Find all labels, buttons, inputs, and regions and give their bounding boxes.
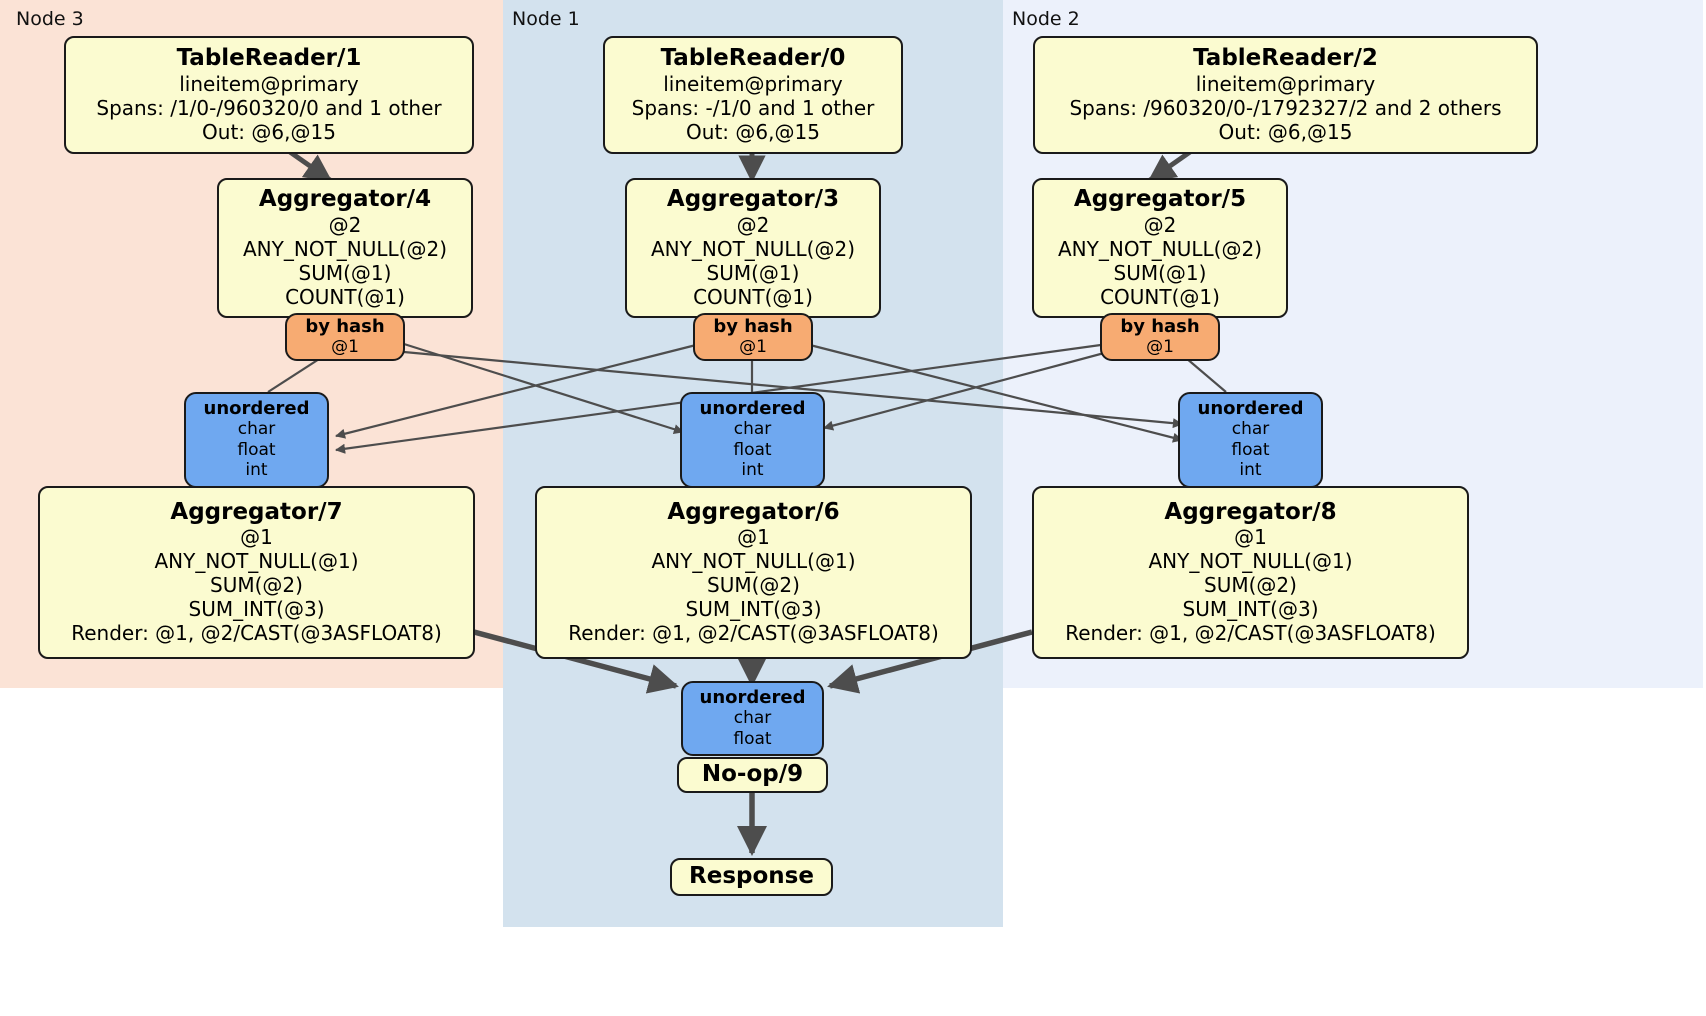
router-title: by hash — [1120, 315, 1200, 337]
node-aggregator-8[interactable]: Aggregator/8 @1 ANY_NOT_NULL(@1) SUM(@2)… — [1032, 486, 1469, 659]
node-title: Aggregator/6 — [667, 498, 840, 525]
router-by-hash-right[interactable]: by hash @1 — [1100, 313, 1220, 361]
node-response[interactable]: Response — [670, 858, 833, 896]
node-title: Aggregator/3 — [666, 186, 840, 213]
node-detail-line: COUNT(@1) — [1100, 284, 1220, 309]
edge-router-right-to-receiver-right — [1185, 357, 1227, 393]
edge-tablereader1-aggregator4 — [288, 149, 333, 183]
router-detail-line: @1 — [739, 336, 767, 357]
receiver-type-line: char — [733, 418, 772, 439]
node-detail-line: Spans: /1/0-/960320/0 and 1 other — [96, 95, 442, 120]
node-detail-line: SUM(@2) — [707, 573, 800, 598]
node-detail-line: SUM_INT(@3) — [685, 597, 822, 622]
node-title: TableReader/1 — [176, 45, 362, 72]
node-detail-line: ANY_NOT_NULL(@2) — [1058, 236, 1262, 261]
router-detail-line: @1 — [331, 336, 359, 357]
node-title: Aggregator/8 — [1164, 498, 1337, 525]
node-detail-line: SUM(@1) — [298, 260, 392, 285]
edge-router-right-to-receiver-center — [823, 350, 1109, 431]
router-detail-line: @1 — [1146, 336, 1174, 357]
node-detail-line: @1 — [1234, 525, 1267, 550]
node-detail-line: lineitem@primary — [663, 71, 843, 96]
node-tablereader-1[interactable]: TableReader/1 lineitem@primary Spans: /1… — [64, 36, 474, 154]
receiver-type-line: char — [237, 418, 276, 439]
node-render-line: Render: @1, @2/CAST(@3ASFLOAT8) — [71, 621, 442, 646]
node-render-line: Render: @1, @2/CAST(@3ASFLOAT8) — [568, 621, 939, 646]
node-detail-line: SUM(@1) — [1113, 260, 1207, 285]
node-aggregator-4[interactable]: Aggregator/4 @2 ANY_NOT_NULL(@2) SUM(@1)… — [217, 178, 473, 318]
node-detail-line: lineitem@primary — [1195, 71, 1376, 96]
node-aggregator-7[interactable]: Aggregator/7 @1 ANY_NOT_NULL(@1) SUM(@2)… — [38, 486, 475, 659]
node-aggregator-6[interactable]: Aggregator/6 @1 ANY_NOT_NULL(@1) SUM(@2)… — [535, 486, 972, 659]
node-detail-line: ANY_NOT_NULL(@2) — [651, 236, 855, 261]
node-detail-line: SUM_INT(@3) — [1182, 597, 1319, 622]
node-detail-line: Out: @6,@15 — [686, 119, 820, 144]
receiver-type-line: float — [237, 439, 276, 460]
node-title: No-op/9 — [701, 761, 804, 788]
router-title: by hash — [713, 315, 793, 337]
receiver-type-line: char — [733, 707, 772, 728]
panel-label-node-2: Node 2 — [1012, 8, 1080, 30]
receiver-title: unordered — [699, 397, 806, 419]
receiver-type-line: float — [1231, 439, 1270, 460]
receiver-unordered-right[interactable]: unordered char float int — [1178, 392, 1323, 488]
node-detail-line: ANY_NOT_NULL(@1) — [154, 549, 359, 574]
edge-aggregator7-to-final-receiver — [473, 629, 679, 694]
node-detail-line: ANY_NOT_NULL(@1) — [1148, 549, 1353, 574]
node-detail-line: ANY_NOT_NULL(@1) — [651, 549, 856, 574]
receiver-type-line: float — [733, 439, 772, 460]
node-title: Response — [689, 863, 814, 890]
node-detail-line: SUM(@1) — [706, 260, 800, 285]
node-detail-line: ANY_NOT_NULL(@2) — [243, 236, 447, 261]
receiver-unordered-left[interactable]: unordered char float int — [184, 392, 329, 488]
edge-tablereader2-aggregator5 — [1147, 149, 1192, 183]
edge-router-left-to-receiver-center — [403, 342, 684, 435]
node-detail-line: @2 — [328, 212, 362, 237]
node-detail-line: @2 — [1143, 212, 1177, 237]
node-detail-line: SUM_INT(@3) — [188, 597, 325, 622]
node-detail-line: @1 — [737, 525, 770, 550]
node-detail-line: Spans: /960320/0-/1792327/2 and 2 others — [1069, 95, 1502, 120]
node-noop-9[interactable]: No-op/9 — [677, 757, 828, 793]
panel-label-node-3: Node 3 — [16, 8, 84, 30]
receiver-type-line: int — [1239, 460, 1262, 481]
edge-router-center-to-receiver-left — [335, 342, 701, 439]
receiver-type-line: char — [1231, 418, 1270, 439]
node-detail-line: @1 — [240, 525, 273, 550]
node-title: TableReader/0 — [660, 45, 846, 72]
router-by-hash-left[interactable]: by hash @1 — [285, 313, 405, 361]
receiver-title: unordered — [699, 686, 806, 708]
receiver-type-line: int — [741, 460, 764, 481]
receiver-type-line: int — [245, 460, 268, 481]
node-title: TableReader/2 — [1193, 45, 1378, 72]
node-render-line: Render: @1, @2/CAST(@3ASFLOAT8) — [1065, 621, 1436, 646]
receiver-unordered-final[interactable]: unordered char float — [681, 681, 824, 756]
node-detail-line: COUNT(@1) — [693, 284, 813, 309]
router-by-hash-center[interactable]: by hash @1 — [693, 313, 813, 361]
node-detail-line: @2 — [736, 212, 770, 237]
receiver-unordered-center[interactable]: unordered char float int — [680, 392, 825, 488]
panel-label-node-1: Node 1 — [512, 8, 580, 30]
node-tablereader-2[interactable]: TableReader/2 lineitem@primary Spans: /9… — [1033, 36, 1538, 154]
node-aggregator-3[interactable]: Aggregator/3 @2 ANY_NOT_NULL(@2) SUM(@1)… — [625, 178, 881, 318]
node-tablereader-0[interactable]: TableReader/0 lineitem@primary Spans: -/… — [603, 36, 903, 154]
node-aggregator-5[interactable]: Aggregator/5 @2 ANY_NOT_NULL(@2) SUM(@1)… — [1032, 178, 1288, 318]
node-detail-line: SUM(@2) — [1204, 573, 1297, 598]
node-detail-line: lineitem@primary — [179, 71, 359, 96]
node-detail-line: SUM(@2) — [210, 573, 303, 598]
node-detail-line: Out: @6,@15 — [202, 119, 336, 144]
receiver-title: unordered — [203, 397, 310, 419]
node-title: Aggregator/4 — [258, 186, 432, 213]
edge-router-center-to-receiver-right — [805, 342, 1183, 443]
router-title: by hash — [305, 315, 385, 337]
receiver-type-line: float — [733, 728, 772, 749]
node-detail-line: Out: @6,@15 — [1218, 119, 1353, 144]
node-title: Aggregator/7 — [170, 498, 343, 525]
edge-aggregator8-to-final-receiver — [827, 629, 1033, 694]
node-title: Aggregator/5 — [1073, 186, 1247, 213]
receiver-title: unordered — [1197, 397, 1304, 419]
node-detail-line: Spans: -/1/0 and 1 other — [631, 95, 875, 120]
node-detail-line: COUNT(@1) — [285, 284, 405, 309]
